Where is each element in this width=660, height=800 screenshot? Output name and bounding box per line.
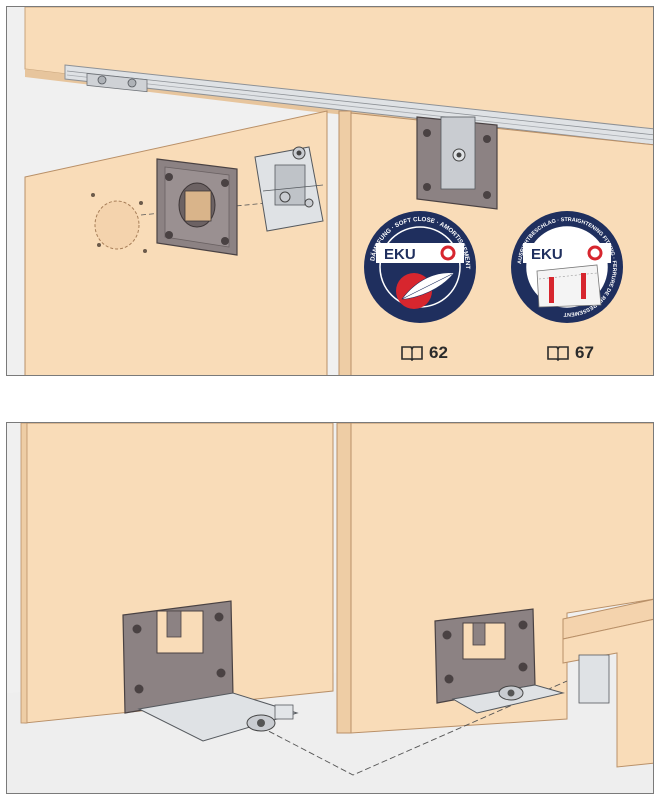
- straightening-seal: AUSRICHTBESCHLAG · STRAIGHTENING FITTING…: [511, 211, 623, 323]
- soft-close-badge: DÄMPFUNG · SOFT CLOSE · AMORTISSEMENT EK…: [362, 209, 478, 325]
- book-icon-2: [547, 346, 569, 361]
- guide-path: [252, 680, 568, 776]
- bottom-left-door-edge: [20, 423, 28, 724]
- eku-logo-bar-2: [523, 243, 611, 263]
- soft-close-page-ref: 62: [401, 343, 448, 363]
- drill-holes: [91, 193, 147, 253]
- soft-close-seal: DÄMPFUNG · SOFT CLOSE · AMORTISSEMENT EK…: [364, 211, 476, 323]
- top-mounting-plate: [156, 158, 238, 256]
- bottom-illustration: [7, 423, 653, 793]
- straightening-page-number: 67: [575, 343, 594, 362]
- eku-ring-mark: [440, 245, 456, 261]
- eku-ring-mark-2: [587, 245, 603, 261]
- running-rail: [64, 64, 653, 146]
- eku-brand-2: EKU: [531, 246, 563, 263]
- cabinet-base: [562, 598, 653, 768]
- book-icon: [401, 346, 423, 361]
- eku-brand: EKU: [384, 246, 416, 263]
- bottom-right-bracket: [434, 608, 565, 714]
- bottom-illustration-panel: [6, 422, 654, 794]
- rail-carrier: [86, 72, 148, 93]
- straightening-page-ref: 67: [547, 343, 594, 363]
- bottom-right-door-edge: [336, 423, 352, 734]
- straightening-badge: AUSRICHTBESCHLAG · STRAIGHTENING FITTING…: [509, 209, 625, 325]
- top-illustration-panel: DÄMPFUNG · SOFT CLOSE · AMORTISSEMENT EK…: [6, 6, 654, 376]
- assembly-line: [140, 202, 268, 216]
- hanger-bracket: [254, 146, 324, 232]
- soft-close-page-number: 62: [429, 343, 448, 362]
- door-straightener-icon: [536, 264, 602, 308]
- top-illustration: [24, 7, 653, 375]
- feather-icon: [401, 272, 455, 300]
- right-door-mounting-plate: [416, 116, 498, 210]
- eku-logo-bar: [376, 243, 464, 263]
- right-door-edge: [338, 110, 352, 375]
- bottom-left-bracket: [122, 600, 299, 742]
